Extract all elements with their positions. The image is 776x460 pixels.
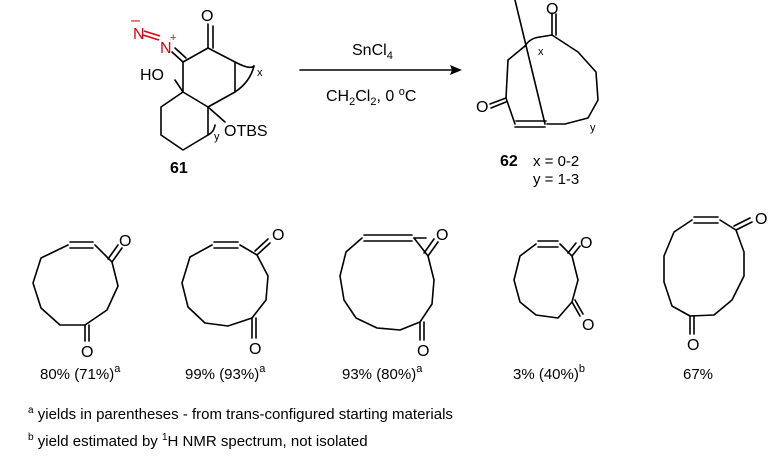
diazo-plus-charge: + — [170, 32, 176, 44]
example-5-oxygen-top: O — [755, 211, 767, 228]
example-4-oxygen-bottom: O — [582, 317, 594, 334]
example-1-yield: 80% (71%)a — [40, 363, 121, 383]
example-3-structure: O O — [339, 227, 448, 360]
diazo-terminal-nitrogen: N — [133, 26, 145, 43]
example-3-oxygen-bottom: O — [417, 343, 429, 360]
compound-62-label: 62 — [500, 153, 518, 170]
compound-61-label: 61 — [170, 160, 188, 177]
footnote-a: a yields in parentheses - from trans-con… — [28, 405, 453, 423]
product-top-oxygen-label: O — [546, 1, 558, 18]
otbs-label: OTBS — [224, 123, 268, 140]
example-1-structure: O O — [32, 233, 131, 361]
example-2-oxygen-bottom: O — [249, 341, 261, 358]
product-62: O O x y 62 x = 0-2 y = 1-3 — [476, 0, 599, 188]
hydroxyl-label: HO — [140, 67, 164, 84]
example-4-oxygen-top: O — [580, 235, 592, 252]
reaction-arrow: SnCl4 CH2Cl2, 0 oC — [299, 42, 462, 108]
example-1-oxygen-top: O — [119, 233, 131, 250]
product-ring-y-label: y — [590, 122, 596, 134]
reagent-label: SnCl4 — [352, 42, 393, 62]
example-2-yield: 99% (93%)a — [185, 363, 266, 383]
footnote-b-nmr-sup: 1 — [161, 432, 168, 443]
footnote-b-mark: b — [28, 432, 34, 443]
example-3-yield: 93% (80%)a — [342, 363, 423, 383]
example-4-yield: 3% (40%)b — [513, 363, 585, 383]
range-y-label: y = 1-3 — [533, 171, 579, 188]
footnote-b-text-2: H NMR spectrum, not isolated — [167, 433, 368, 450]
product-left-oxygen-label: O — [476, 99, 488, 116]
ketone-oxygen-label: O — [201, 8, 213, 25]
example-2-structure: O O — [181, 227, 284, 358]
footnote-b: b yield estimated by 1H NMR spectrum, no… — [28, 432, 368, 450]
example-5-oxygen-bottom: O — [687, 337, 699, 354]
ring-size-x-label: x — [257, 67, 263, 79]
yield-labels: 80% (71%)a 99% (93%)a 93% (80%)a 3% (40%… — [40, 363, 713, 383]
example-3-oxygen-top: O — [436, 227, 448, 244]
diazo-minus-charge: – — [131, 12, 140, 29]
footnote-a-mark: a — [28, 405, 34, 416]
conditions-label: CH2Cl2, 0 oC — [326, 86, 416, 108]
ring-size-y-label: y — [214, 131, 220, 143]
example-4-structure: O O — [513, 235, 594, 334]
example-5-structure: O O — [663, 211, 767, 354]
example-5-yield: 67% — [683, 366, 713, 383]
example-1-oxygen-bottom: O — [81, 344, 93, 361]
diazo-central-nitrogen: N — [160, 40, 172, 57]
example-2-oxygen-top: O — [272, 227, 284, 244]
footnote-b-text-1: yield estimated by — [33, 433, 162, 450]
starting-material-61: – N N + O HO OTBS x y 61 — [131, 8, 268, 177]
footnote-a-text: yields in parentheses - from trans-confi… — [33, 406, 453, 423]
range-x-label: x = 0-2 — [533, 153, 579, 170]
product-ring-x-label: x — [538, 46, 544, 58]
